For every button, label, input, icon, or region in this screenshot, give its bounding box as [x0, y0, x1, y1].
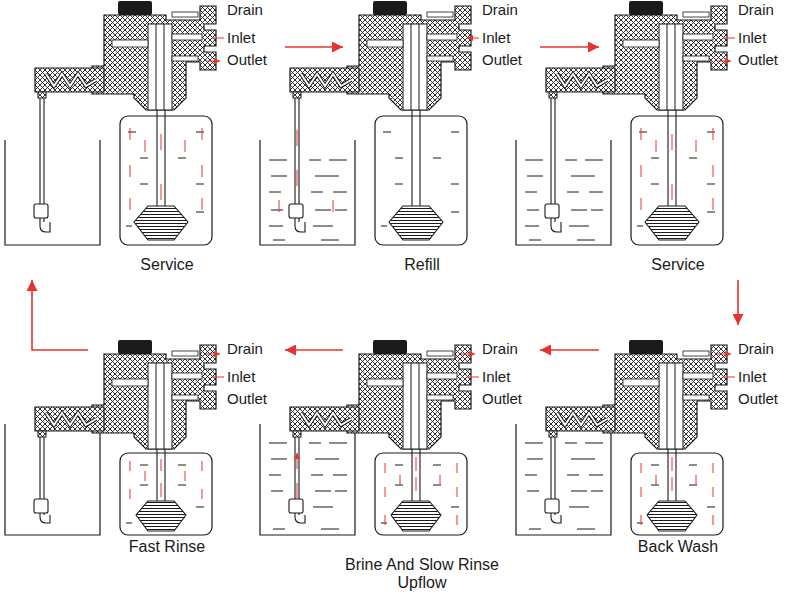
stage-caption: Service [651, 256, 704, 274]
flow-arrow [297, 453, 298, 499]
backwash-panel-art [516, 340, 735, 535]
control-valve [290, 340, 471, 449]
tanks [260, 98, 467, 245]
port-label: Outlet [738, 391, 778, 407]
flow-arrows [641, 38, 735, 210]
port-label: Inlet [738, 30, 766, 46]
tanks [516, 98, 723, 245]
port-label: Drain [227, 341, 263, 357]
brine-water [269, 160, 347, 240]
port-label: Outlet [227, 391, 267, 407]
fast-rinse-panel-art [5, 340, 224, 535]
flow-arrows [385, 354, 479, 525]
flow-arrows [641, 354, 735, 525]
port-label: Drain [482, 341, 518, 357]
cycle-arrow [737, 280, 739, 325]
cycle-arrow [540, 46, 599, 48]
port-label: Outlet [227, 52, 267, 68]
control-valve [35, 340, 216, 449]
control-valve [546, 1, 727, 110]
port-label: Inlet [738, 369, 766, 385]
port-label: Inlet [227, 30, 255, 46]
port-label: Outlet [738, 52, 778, 68]
flow-arrows [130, 38, 224, 210]
refill-panel-art [260, 1, 479, 245]
brine-water [269, 443, 347, 529]
port-label: Drain [738, 341, 774, 357]
flow-arrows [130, 354, 224, 499]
cycle-arrow [32, 280, 88, 350]
control-valve [546, 340, 727, 449]
service-panel-art [5, 1, 224, 245]
stage-panel: Service [599, 0, 796, 280]
brine-water [525, 160, 603, 240]
stage-caption: Back Wash [638, 538, 718, 556]
port-label: Drain [738, 2, 774, 18]
control-valve [35, 1, 216, 110]
control-valve [290, 1, 471, 110]
service-panel-art [516, 1, 735, 245]
tanks [5, 98, 212, 245]
brine-water [525, 443, 603, 529]
stage-caption: Refill [404, 256, 440, 274]
port-label: Drain [482, 2, 518, 18]
port-label: Drain [227, 2, 263, 18]
cycle-arrow [285, 46, 343, 48]
stage-panel: Brine And Slow Rinse Upflow [343, 325, 540, 598]
port-label: Inlet [482, 369, 510, 385]
brine-panel-art [260, 340, 479, 535]
flow-arrow [279, 38, 479, 212]
stage-panel: Fast Rinse [88, 325, 285, 598]
cycle-arrow [285, 349, 343, 351]
port-label: Outlet [482, 52, 522, 68]
stage-caption: Brine And Slow Rinse Upflow [332, 556, 512, 592]
port-label: Inlet [227, 369, 255, 385]
stage-caption: Fast Rinse [129, 538, 205, 556]
port-label: Inlet [482, 30, 510, 46]
stage-caption: Service [140, 256, 193, 274]
cycle-arrow [540, 349, 599, 351]
stage-panel: Refill [343, 0, 540, 280]
stage-panel: Back Wash [599, 325, 796, 598]
port-label: Outlet [482, 391, 522, 407]
